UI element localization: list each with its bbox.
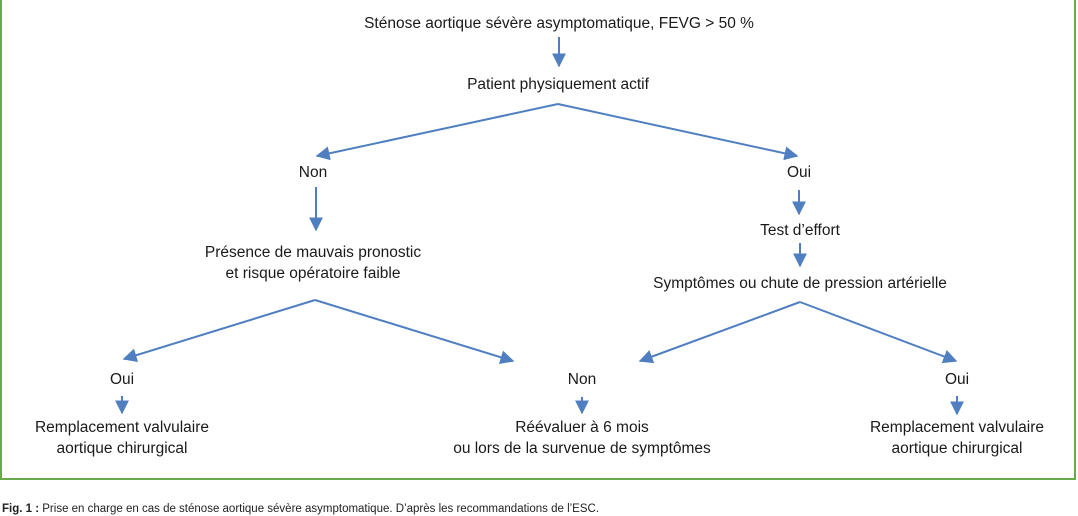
node-mid-result-line1: Réévaluer à 6 mois: [515, 419, 649, 436]
node-poor-prognosis-line1: Présence de mauvais pronostic: [204, 244, 422, 261]
arrow-leftq-to-non: [314, 299, 515, 364]
node-poor-prognosis: Présence de mauvais pronostic et risque …: [205, 242, 421, 284]
node-symptoms: Symptômes ou chute de pression artériell…: [653, 275, 947, 292]
node-ll-result-line2: aortique chirurgical: [56, 440, 188, 457]
node-ll-oui: Oui: [109, 371, 135, 388]
node-ll-result: Remplacement valvulaire aortique chirurg…: [35, 417, 209, 459]
node-mid-result: Réévaluer à 6 mois ou lors de la survenu…: [453, 417, 711, 459]
node-mid-non: Non: [567, 371, 597, 388]
figure-caption-label: Fig. 1 :: [2, 503, 40, 515]
arrow-q1-to-non: [315, 103, 559, 161]
arrow-rightq-to-oui: [799, 301, 958, 364]
node-mid-result-line2: ou lors de la survenue de symptômes: [453, 440, 711, 457]
arrow-q1-to-oui: [557, 103, 799, 161]
arrow-leftq-to-oui: [122, 299, 316, 362]
node-right-oui: Oui: [786, 164, 812, 181]
node-physically-active: Patient physiquement actif: [467, 76, 649, 93]
node-rr-oui: Oui: [944, 371, 970, 388]
node-rr-result: Remplacement valvulaire aortique chirurg…: [870, 417, 1044, 459]
figure-caption: Fig. 1 : Prise en charge en cas de sténo…: [2, 503, 599, 515]
node-poor-prognosis-line2: et risque opératoire faible: [225, 265, 401, 282]
figure-caption-text: Prise en charge en cas de sténose aortiq…: [39, 503, 600, 515]
node-rr-result-line1: Remplacement valvulaire: [869, 419, 1045, 436]
node-rr-result-line2: aortique chirurgical: [891, 440, 1023, 457]
node-root: Sténose aortique sévère asymptomatique, …: [364, 15, 754, 32]
diagram-frame: [0, 0, 1076, 480]
node-left-non: Non: [298, 164, 328, 181]
node-ll-result-line1: Remplacement valvulaire: [34, 419, 210, 436]
arrow-rightq-to-non: [638, 301, 801, 364]
node-stress-test: Test d’effort: [760, 222, 840, 239]
